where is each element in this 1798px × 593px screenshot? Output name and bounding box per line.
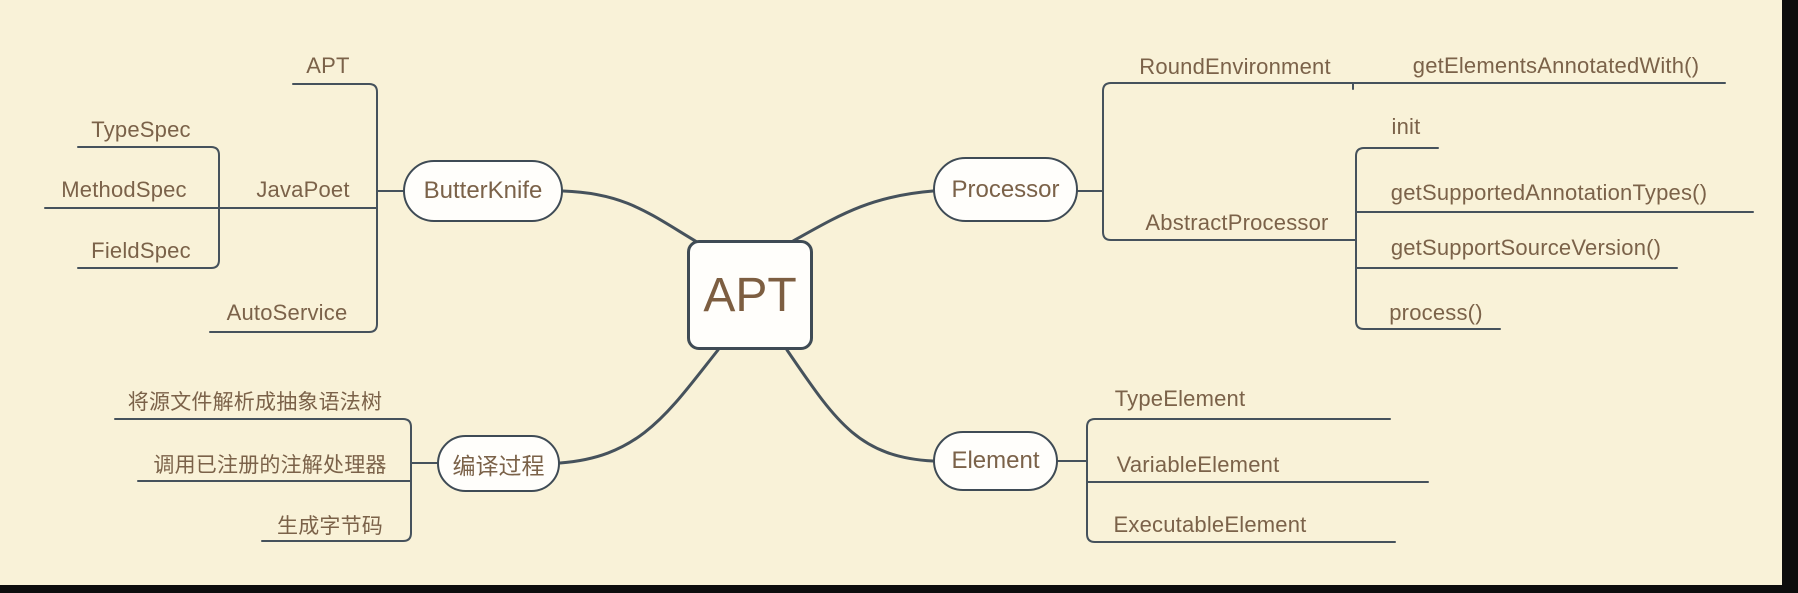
- subtopic-fieldspec[interactable]: FieldSpec: [91, 238, 191, 263]
- subtopic-executableelement[interactable]: ExecutableElement: [1113, 512, 1307, 537]
- compile-process-brackets: [114, 418, 438, 542]
- subtopic-javapoet[interactable]: JavaPoet: [256, 177, 350, 202]
- subtopic-process[interactable]: process(): [1389, 300, 1483, 325]
- subtopic-init[interactable]: init: [1391, 114, 1421, 139]
- subtopic-generate-bytecode[interactable]: 生成字节码: [277, 515, 383, 538]
- subtopic-typeelement[interactable]: TypeElement: [1114, 386, 1246, 411]
- screen-edge-right: [1782, 0, 1798, 593]
- subtopic-parse-source-to-ast[interactable]: 将源文件解析成抽象语法树: [127, 391, 383, 414]
- topic-element[interactable]: Element: [933, 431, 1058, 491]
- subtopic-apt[interactable]: APT: [306, 53, 350, 78]
- subtopic-typespec[interactable]: TypeSpec: [91, 117, 191, 142]
- subtopic-getelementsannotatedwith[interactable]: getElementsAnnotatedWith(): [1412, 53, 1700, 78]
- subtopic-methodspec[interactable]: MethodSpec: [61, 177, 187, 202]
- subtopic-getsupportsourceversion[interactable]: getSupportSourceVersion(): [1390, 235, 1662, 260]
- subtopic-abstractprocessor[interactable]: AbstractProcessor: [1145, 210, 1329, 235]
- topic-processor[interactable]: Processor: [933, 157, 1078, 222]
- topic-butterknife[interactable]: ButterKnife: [403, 160, 563, 222]
- subtopic-autoservice[interactable]: AutoService: [226, 300, 348, 325]
- central-topic-apt[interactable]: APT: [687, 240, 813, 350]
- subtopic-roundenvironment[interactable]: RoundEnvironment: [1139, 54, 1331, 79]
- subtopic-invoke-registered-processors[interactable]: 调用已注册的注解处理器: [153, 454, 387, 477]
- screen-edge-bottom: [0, 585, 1798, 593]
- subtopic-variableelement[interactable]: VariableElement: [1116, 452, 1280, 477]
- subtopic-getsupportedannotationtypes[interactable]: getSupportedAnnotationTypes(): [1390, 180, 1708, 205]
- topic-compile-process[interactable]: 编译过程: [437, 435, 560, 492]
